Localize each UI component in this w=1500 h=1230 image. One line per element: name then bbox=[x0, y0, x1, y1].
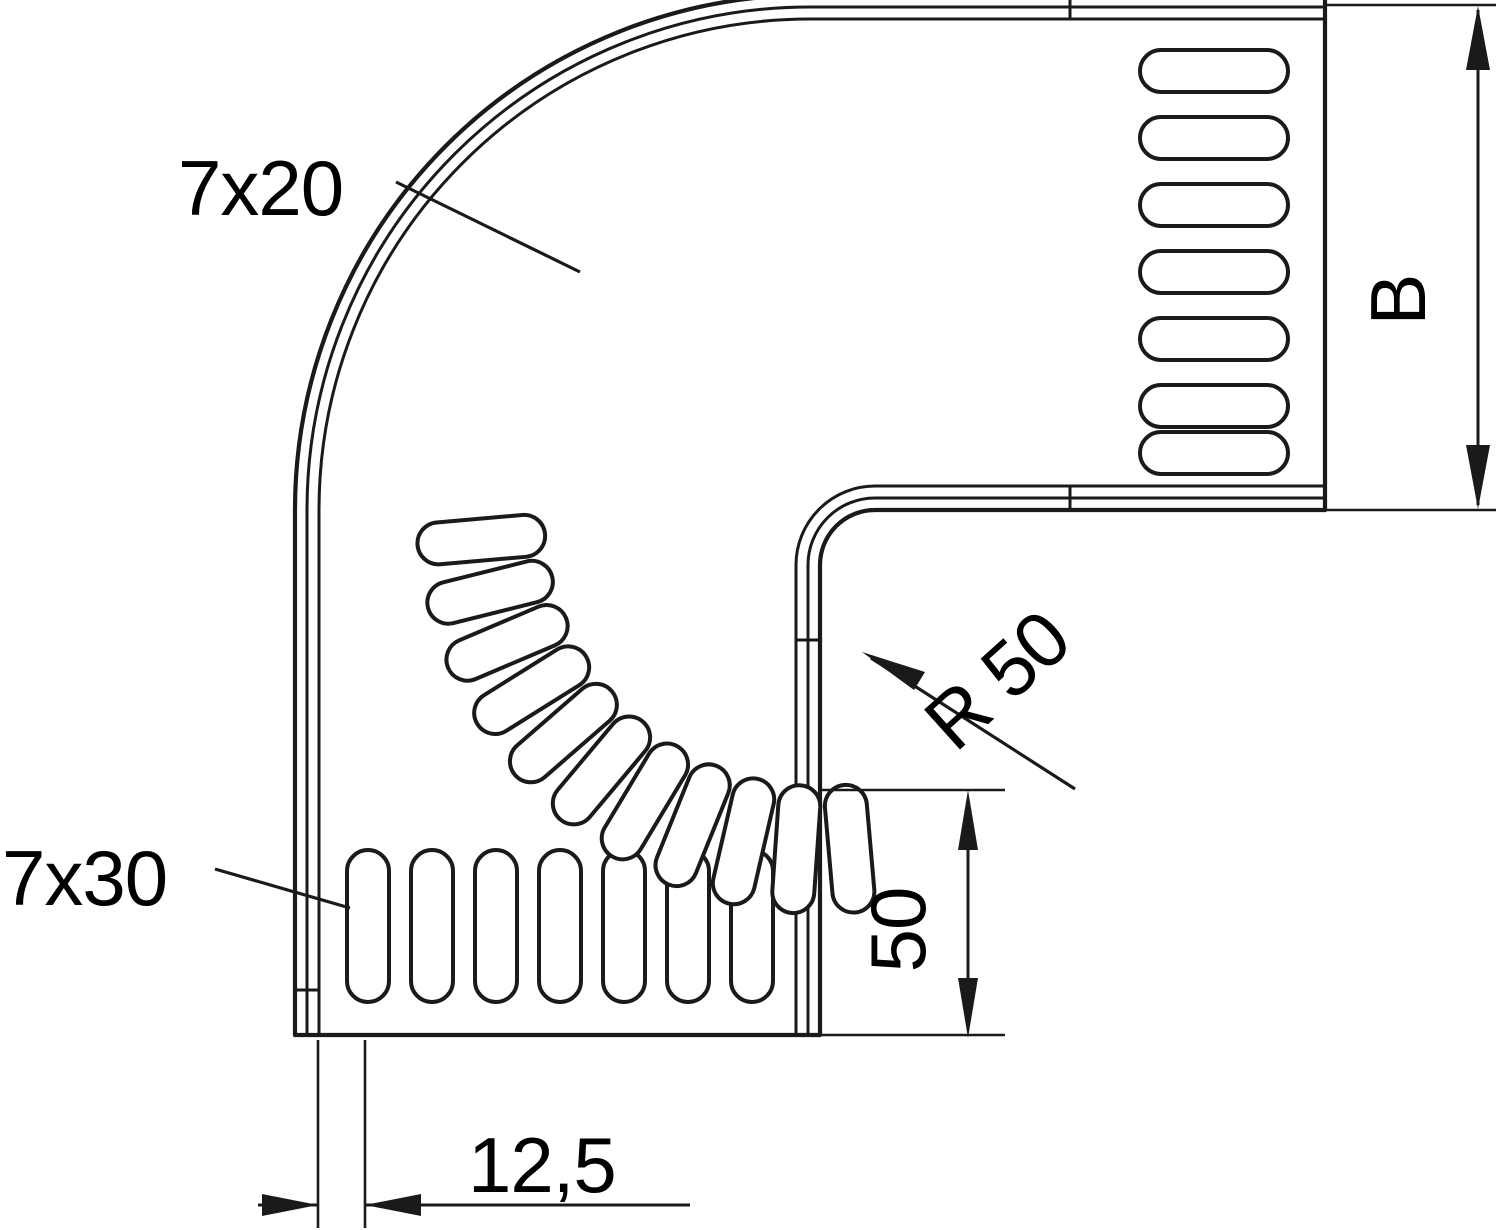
dim-B-label: B bbox=[1354, 274, 1442, 325]
slot-right-arm-2 bbox=[1138, 115, 1290, 161]
outer-edge-fold bbox=[305, 5, 1327, 1037]
outer-edge-outermost bbox=[292, 0, 756, 1038]
slot-bottom-arm-1 bbox=[345, 848, 391, 1004]
dim-125-arrow-right bbox=[365, 1194, 421, 1216]
slot-bend-4 bbox=[472, 644, 592, 736]
inner-edge-innermost bbox=[817, 507, 1328, 1038]
dimension-12-5: 12,5 bbox=[258, 1040, 690, 1228]
leader-7x20: 7x20 bbox=[178, 144, 581, 274]
slot-bottom-arm-3 bbox=[473, 848, 519, 1004]
dim-125-label: 12,5 bbox=[468, 1121, 616, 1209]
slot-right-arm-1 bbox=[1138, 48, 1290, 94]
leader-7x20-line bbox=[395, 180, 581, 274]
leader-7x30-line bbox=[214, 867, 351, 910]
dim-125-arrow-left bbox=[262, 1194, 318, 1216]
slot-bend-9 bbox=[710, 776, 777, 907]
bend-arc-slot-group bbox=[415, 512, 877, 916]
slot-bottom-arm-4 bbox=[537, 848, 583, 1004]
inner-edge-fold bbox=[806, 496, 1327, 1037]
slot-bend-7 bbox=[599, 741, 691, 862]
bottom-arm-slot-group bbox=[345, 848, 775, 1004]
slot-right-arm-5 bbox=[1138, 316, 1290, 362]
dimension-50: 50 bbox=[820, 788, 1005, 1038]
slot-right-arm-3 bbox=[1138, 182, 1290, 228]
slot-bend-10 bbox=[770, 783, 823, 916]
slot-bottom-arm-2 bbox=[409, 848, 455, 1004]
slot-bend-11 bbox=[822, 782, 877, 915]
leader-7x30: 7x30 bbox=[2, 834, 351, 922]
dim-50-arrow-top bbox=[958, 790, 978, 850]
slot-right-arm-4 bbox=[1138, 249, 1290, 295]
leader-R50: R 50 bbox=[862, 593, 1086, 791]
inner-edge-lip bbox=[794, 484, 1327, 1037]
leader-7x30-label: 7x30 bbox=[2, 834, 167, 922]
slot-right-arm-7 bbox=[1138, 430, 1290, 476]
slot-bend-1 bbox=[415, 512, 548, 567]
slot-bend-6 bbox=[550, 714, 653, 827]
dim-50-arrow-bottom bbox=[958, 978, 978, 1038]
slot-right-arm-6 bbox=[1138, 383, 1290, 429]
right-arm-slot-group bbox=[1138, 48, 1290, 476]
dim-50-label: 50 bbox=[854, 888, 942, 973]
dimension-B: B bbox=[1325, 3, 1496, 512]
leader-R50-arrow bbox=[862, 652, 925, 690]
slot-bend-2 bbox=[425, 558, 555, 626]
dim-B-arrow-bottom bbox=[1466, 445, 1490, 509]
slot-bend-8 bbox=[653, 762, 732, 889]
leader-7x20-label: 7x20 bbox=[178, 144, 343, 232]
slot-bend-3 bbox=[444, 603, 570, 683]
slot-bottom-arm-5 bbox=[601, 848, 647, 1004]
slot-bend-5 bbox=[507, 681, 619, 785]
dim-B-arrow-top bbox=[1466, 6, 1490, 70]
tray-body-outline bbox=[292, 0, 1328, 1038]
outer-edge-lip bbox=[317, 17, 1327, 1037]
